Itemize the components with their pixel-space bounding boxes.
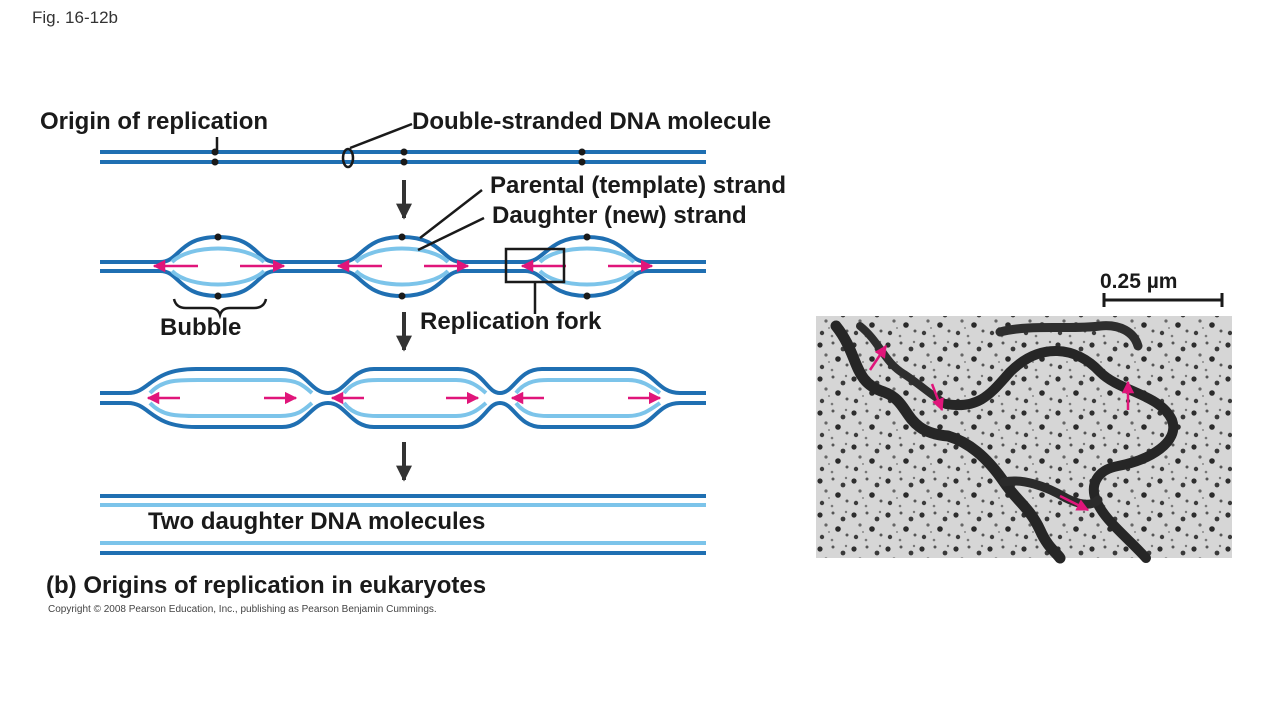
daughter-molecules [100,494,706,555]
replication-fork-label: Replication fork [420,308,602,335]
dsdna-label: Double-stranded DNA molecule [412,108,772,135]
figure-caption: (b) Origins of replication in eukaryotes [46,572,487,599]
dsdna-row [100,122,706,169]
electron-micrograph [816,316,1232,564]
figure-number: Fig. 16-12b [32,8,118,27]
two-daughters-label: Two daughter DNA molecules [148,508,486,535]
copyright-notice: Copyright © 2008 Pearson Education, Inc.… [48,604,437,615]
replication-row-late [100,367,706,429]
replication-row-early [100,189,706,320]
origin-label: Origin of replication [40,108,269,135]
bubble-label: Bubble [160,314,242,341]
scale-bar [1102,293,1224,307]
daughter-strand-label: Daughter (new) strand [492,202,747,229]
parental-strand-label: Parental (template) strand [490,172,787,199]
scale-label: 0.25 µm [1100,270,1178,293]
